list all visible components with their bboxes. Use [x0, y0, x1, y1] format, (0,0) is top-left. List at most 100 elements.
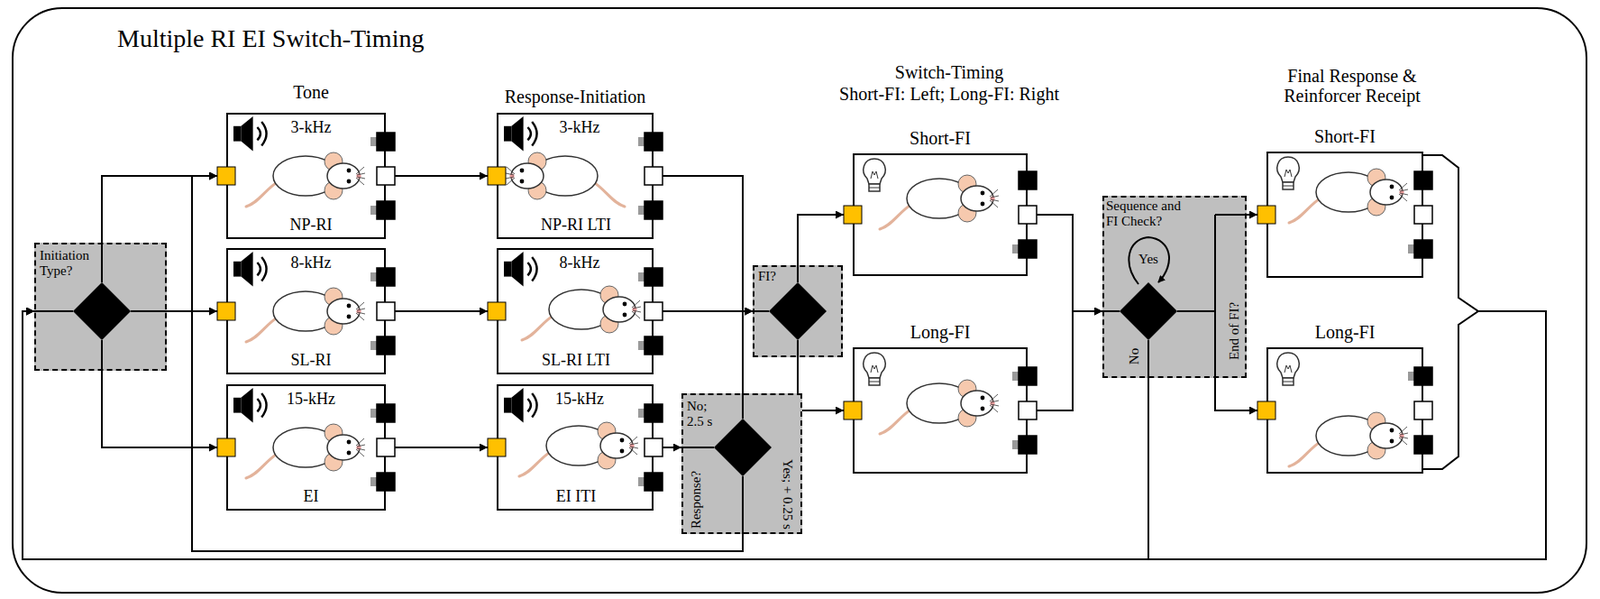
mouse-whisker — [989, 393, 998, 402]
mouse-head — [327, 298, 360, 324]
decision-diamond — [768, 282, 827, 340]
column-heading: Tone — [292, 82, 330, 102]
speaker-icon — [503, 251, 538, 286]
chamber-box: 8-kHzSL-RI — [226, 247, 386, 375]
lever-port — [1018, 366, 1037, 385]
text-slot: Response? — [688, 470, 704, 529]
box-caption: EI ITI — [556, 486, 596, 505]
mouse-figure — [879, 379, 999, 434]
flow-arrow — [192, 175, 743, 551]
branch-line — [130, 310, 167, 312]
mouse-tail — [246, 316, 279, 342]
center-port — [644, 301, 663, 320]
mouse-figure — [521, 285, 641, 340]
port-tab — [638, 272, 645, 282]
mouse-tail — [246, 181, 279, 207]
mouse-eye — [347, 450, 352, 456]
branch-line — [752, 310, 769, 312]
chamber-box: Long-FI — [852, 347, 1028, 474]
mouse-whisker — [629, 436, 638, 444]
mouse-whisker — [505, 173, 514, 175]
port-tab — [638, 340, 645, 350]
mouse-whisker — [1398, 437, 1408, 445]
center-port — [376, 301, 395, 320]
mouse-whisker — [356, 444, 366, 447]
sound-wave — [256, 262, 261, 275]
bulb-glass — [863, 352, 886, 378]
node-art — [1266, 347, 1424, 474]
mouse-whisker — [629, 447, 638, 455]
sound-wave — [261, 256, 266, 281]
chamber-box: Short-FI — [1266, 151, 1424, 278]
speaker-body — [233, 126, 241, 142]
branch-line — [1177, 310, 1216, 312]
mouse-eye — [620, 438, 625, 443]
lever-port — [376, 201, 395, 220]
port-tab — [1408, 244, 1415, 254]
lever-port — [644, 201, 663, 220]
speaker-cone — [240, 116, 253, 151]
decision-label: FI? — [758, 268, 777, 284]
mouse-whisker — [1398, 193, 1408, 202]
node-art — [1266, 151, 1424, 278]
mouse-eye — [347, 314, 352, 320]
speaker-body — [233, 261, 241, 277]
decision-label: Initiation Type? — [39, 247, 103, 279]
mouse-whisker — [990, 199, 999, 202]
branch-line — [1215, 213, 1247, 216]
mouse-eye — [1389, 438, 1395, 444]
flow-arrow — [101, 175, 218, 243]
decision-label: Response? — [688, 470, 704, 529]
port-tab — [638, 137, 645, 147]
box-label: 8-kHz — [559, 253, 601, 272]
mouse-tail — [592, 181, 625, 207]
nose-poke-port — [1257, 205, 1276, 224]
speaker-cone — [240, 251, 253, 286]
center-port — [644, 166, 663, 185]
bulb-base — [868, 377, 880, 385]
mouse-whisker — [356, 311, 366, 314]
port-tab — [1408, 371, 1415, 381]
branch-line — [1147, 339, 1150, 378]
lever-port — [1414, 239, 1433, 258]
flow-arrow — [742, 310, 753, 394]
light-bulb-icon — [863, 158, 886, 192]
mouse-eye — [520, 179, 525, 184]
mouse-whisker — [506, 166, 515, 174]
mouse-figure — [246, 287, 366, 342]
mouse-whisker — [356, 301, 365, 310]
speaker-cone — [240, 387, 253, 422]
mouse-tail — [1289, 440, 1322, 467]
speaker-cone — [511, 387, 523, 422]
text-slot: SL-RI — [291, 350, 332, 369]
port-tab — [370, 476, 377, 486]
box-caption: EI — [303, 486, 320, 505]
mouse-whisker — [632, 306, 641, 309]
mouse-eye — [980, 406, 986, 412]
sound-wave — [256, 398, 261, 412]
box-label: 3-kHz — [559, 118, 601, 137]
text-slot: 8-kHz — [291, 253, 332, 272]
chamber-box: Long-FI — [1266, 347, 1424, 474]
branch-line — [100, 339, 103, 371]
sound-wave — [261, 393, 266, 417]
mouse-whisker — [356, 438, 365, 446]
text-slot: 8-kHz — [559, 253, 601, 272]
flow-arrow — [1036, 214, 1103, 311]
mouse-figure — [1289, 168, 1408, 223]
flow-arrow — [662, 175, 753, 311]
mouse-eye — [347, 168, 352, 174]
mouse-eye — [622, 312, 628, 318]
mouse-head — [603, 296, 636, 322]
mouse-whisker — [1399, 192, 1408, 195]
speaker-body — [503, 397, 512, 413]
decision-diamond — [73, 282, 131, 340]
column-heading: Short-FI: Left; Long-FI: Right — [839, 83, 1060, 104]
text-slot: 15-kHz — [286, 389, 336, 408]
diagram-title: Multiple RI EI Switch-Timing — [117, 24, 424, 53]
lever-port — [376, 132, 395, 151]
mouse-whisker — [1399, 432, 1408, 435]
mouse-tail — [879, 203, 913, 229]
mouse-tail — [879, 408, 913, 434]
box-label: 15-kHz — [555, 389, 604, 408]
